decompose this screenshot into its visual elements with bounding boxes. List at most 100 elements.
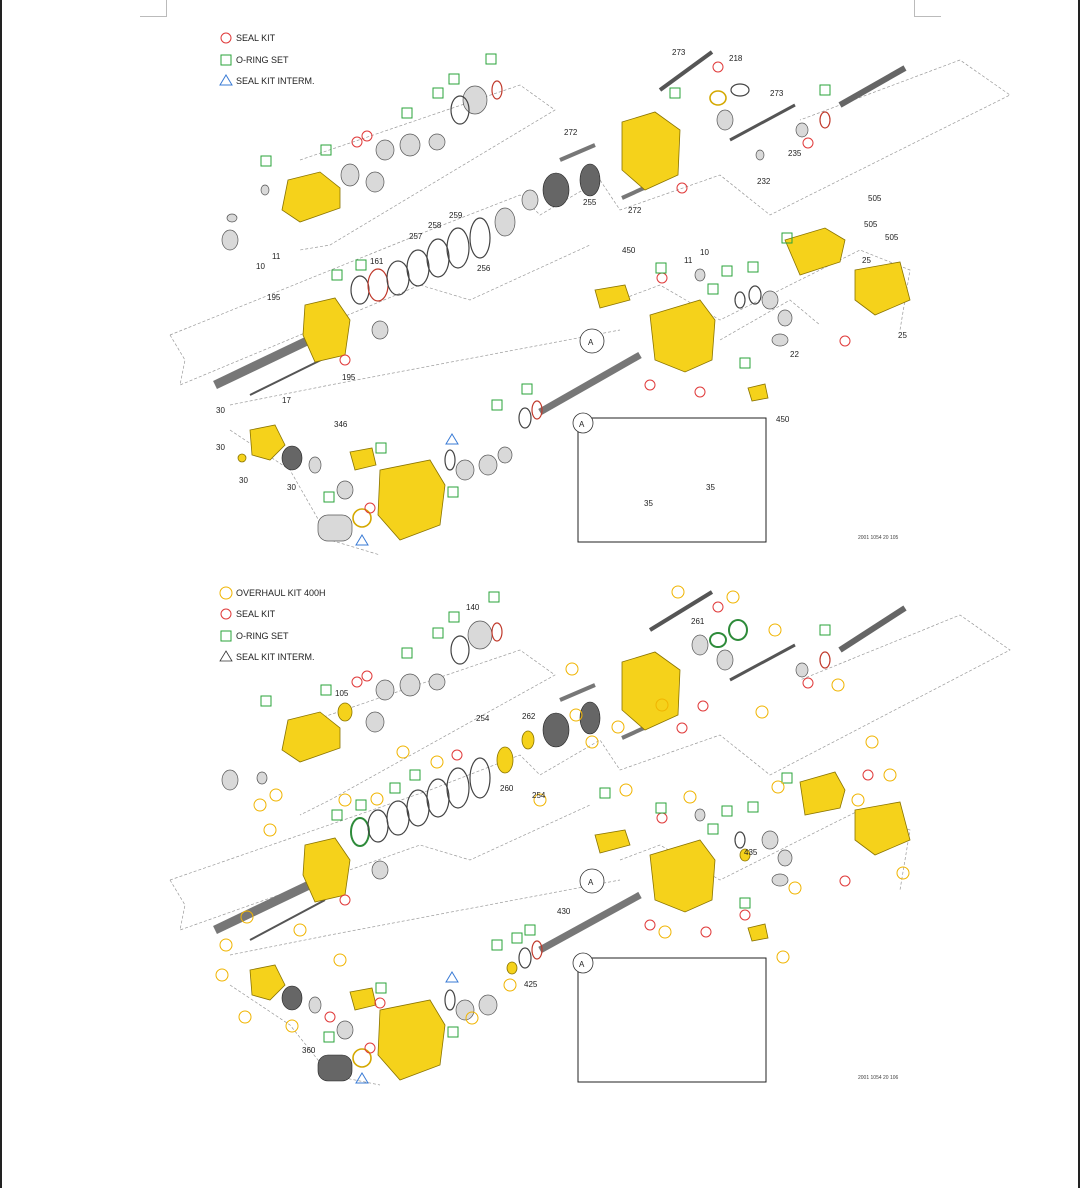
legend-seal-kit: SEAL KIT [236, 609, 276, 619]
o-ring-marker-icon [220, 54, 232, 66]
crop-mark-right [914, 0, 941, 17]
housing-pump-mount-b [649, 839, 716, 913]
housing-main [377, 459, 446, 541]
bottom-legend: OVERHAUL KIT 400H SEAL KIT O-RING SET SE… [219, 586, 326, 662]
part-label: 35 [706, 483, 715, 492]
part-label: 273 [770, 89, 784, 98]
part-label: 25 [862, 256, 871, 265]
part-label: 11 [684, 256, 693, 265]
part-label: 10 [700, 248, 709, 257]
housing-top-right [621, 111, 681, 191]
part-label: 105 [335, 689, 349, 698]
coupler-b [594, 829, 631, 854]
pump-unit [854, 261, 911, 316]
callout-label-top: A [588, 338, 594, 347]
part-label: 30 [287, 483, 296, 492]
top-rings [350, 80, 831, 528]
part-label: 425 [524, 980, 538, 989]
part-label: 161 [370, 257, 384, 266]
part-label: 273 [672, 48, 686, 57]
overhaul-marker-icon [219, 586, 233, 600]
top-diagram: SEAL KIT O-RING SET SEAL KIT INTERM. [169, 32, 1011, 556]
part-label: 254 [532, 791, 546, 800]
part-label: 255 [583, 198, 597, 207]
seal-kit-marker-icon [220, 608, 232, 620]
rod-17 [249, 357, 326, 396]
housing-small [249, 424, 286, 461]
main-shaft-bottom [838, 605, 907, 653]
pump-unit-b [854, 801, 911, 856]
part-label: 11 [272, 252, 281, 261]
part-label: 272 [564, 128, 578, 137]
bearing-260 [496, 746, 514, 774]
output-shaft-bottom [538, 891, 642, 954]
housing-main-b [377, 999, 446, 1081]
interm-marker-icon [219, 650, 233, 662]
shaft-273b [729, 103, 796, 142]
callout-a-top [579, 328, 605, 354]
housing-front-b [281, 711, 341, 763]
part-label: 258 [428, 221, 442, 230]
housing-pump-mount [649, 299, 716, 373]
valve-b [747, 923, 769, 942]
bottom-part-labels: 140 261 105 254 262 260 254 435 430 425 … [302, 603, 758, 1055]
interm-marker-icon [219, 74, 233, 86]
housing-cover [302, 297, 351, 363]
top-part-labels: 273 218 273 272 235 232 255 272 10 11 16… [216, 48, 907, 508]
part-label: 435 [744, 848, 758, 857]
shaft-272 [559, 143, 596, 162]
coupler-450 [594, 284, 631, 309]
part-label: 17 [282, 396, 291, 405]
part-label: 22 [790, 350, 799, 359]
part-label: 256 [477, 264, 491, 273]
part-label: 450 [622, 246, 636, 255]
bottom-diagram: OVERHAUL KIT 400H SEAL KIT O-RING SET SE… [169, 585, 1011, 1086]
legend-overhaul-kit: OVERHAUL KIT 400H [236, 588, 326, 598]
valve-450 [747, 383, 769, 402]
housing-pump-top [784, 227, 846, 276]
part-label: 195 [267, 293, 281, 302]
part-label: 272 [628, 206, 642, 215]
top-guide-lines [169, 59, 1011, 556]
part-label: 218 [729, 54, 743, 63]
shaft-bottom-c [559, 683, 596, 702]
shaft-273 [658, 50, 714, 92]
crop-mark-left [140, 0, 167, 17]
part-label: 195 [342, 373, 356, 382]
shaft-bottom-b [729, 643, 796, 682]
bottom-rings [350, 619, 831, 1068]
part-label: 25 [898, 331, 907, 340]
part-label: 30 [216, 443, 225, 452]
bearing-105 [337, 702, 353, 722]
shaft-bottom-a [648, 590, 714, 632]
detail-label-bottom: A [579, 960, 585, 969]
part-label: 35 [644, 499, 653, 508]
part-label: 30 [239, 476, 248, 485]
bearing-435 [739, 848, 751, 862]
part-label: 430 [557, 907, 571, 916]
legend-o-ring-set: O-RING SET [236, 631, 289, 641]
part-label: 262 [522, 712, 536, 721]
part-label: 261 [691, 617, 705, 626]
bearing-262 [521, 730, 535, 750]
o-ring-marker-icon [220, 630, 232, 642]
legend-o-ring-set: O-RING SET [236, 55, 289, 65]
legend-seal-kit-interm: SEAL KIT INTERM. [236, 76, 315, 86]
seal-kit-marker-icon [220, 32, 232, 44]
part-label: 10 [256, 262, 265, 271]
callout-label-bottom: A [588, 878, 594, 887]
adapter-b [349, 987, 377, 1011]
housing-top-right-b [621, 651, 681, 731]
detail-tag-top [572, 412, 594, 434]
top-legend: SEAL KIT O-RING SET SEAL KIT INTERM. [219, 32, 315, 86]
part-label: 254 [476, 714, 490, 723]
detail-tag-bottom [572, 952, 594, 974]
rod-bottom [249, 899, 326, 941]
main-shaft-top [838, 65, 907, 108]
output-shaft [538, 351, 642, 416]
adapter-346 [349, 447, 377, 471]
legend-seal-kit-interm: SEAL KIT INTERM. [236, 652, 315, 662]
drawing-code-top: 2001 1054 20 105 [858, 535, 899, 541]
